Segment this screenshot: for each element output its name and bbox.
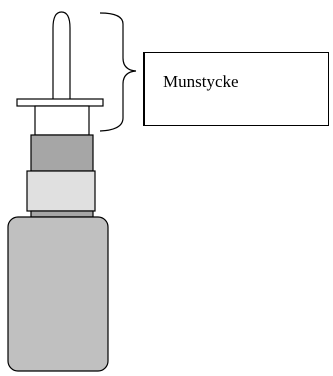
nozzle-base [34, 105, 90, 136]
nozzle-tip [52, 11, 71, 99]
right-curly-brace-icon [99, 12, 137, 132]
bottle-body [7, 216, 109, 372]
neck-upper [30, 134, 94, 172]
nozzle-flange [16, 98, 104, 107]
collar-band [26, 170, 96, 212]
callout-label-box: Munstycke [143, 52, 329, 126]
neck-lower [30, 210, 94, 218]
callout-label: Munstycke [163, 72, 239, 91]
